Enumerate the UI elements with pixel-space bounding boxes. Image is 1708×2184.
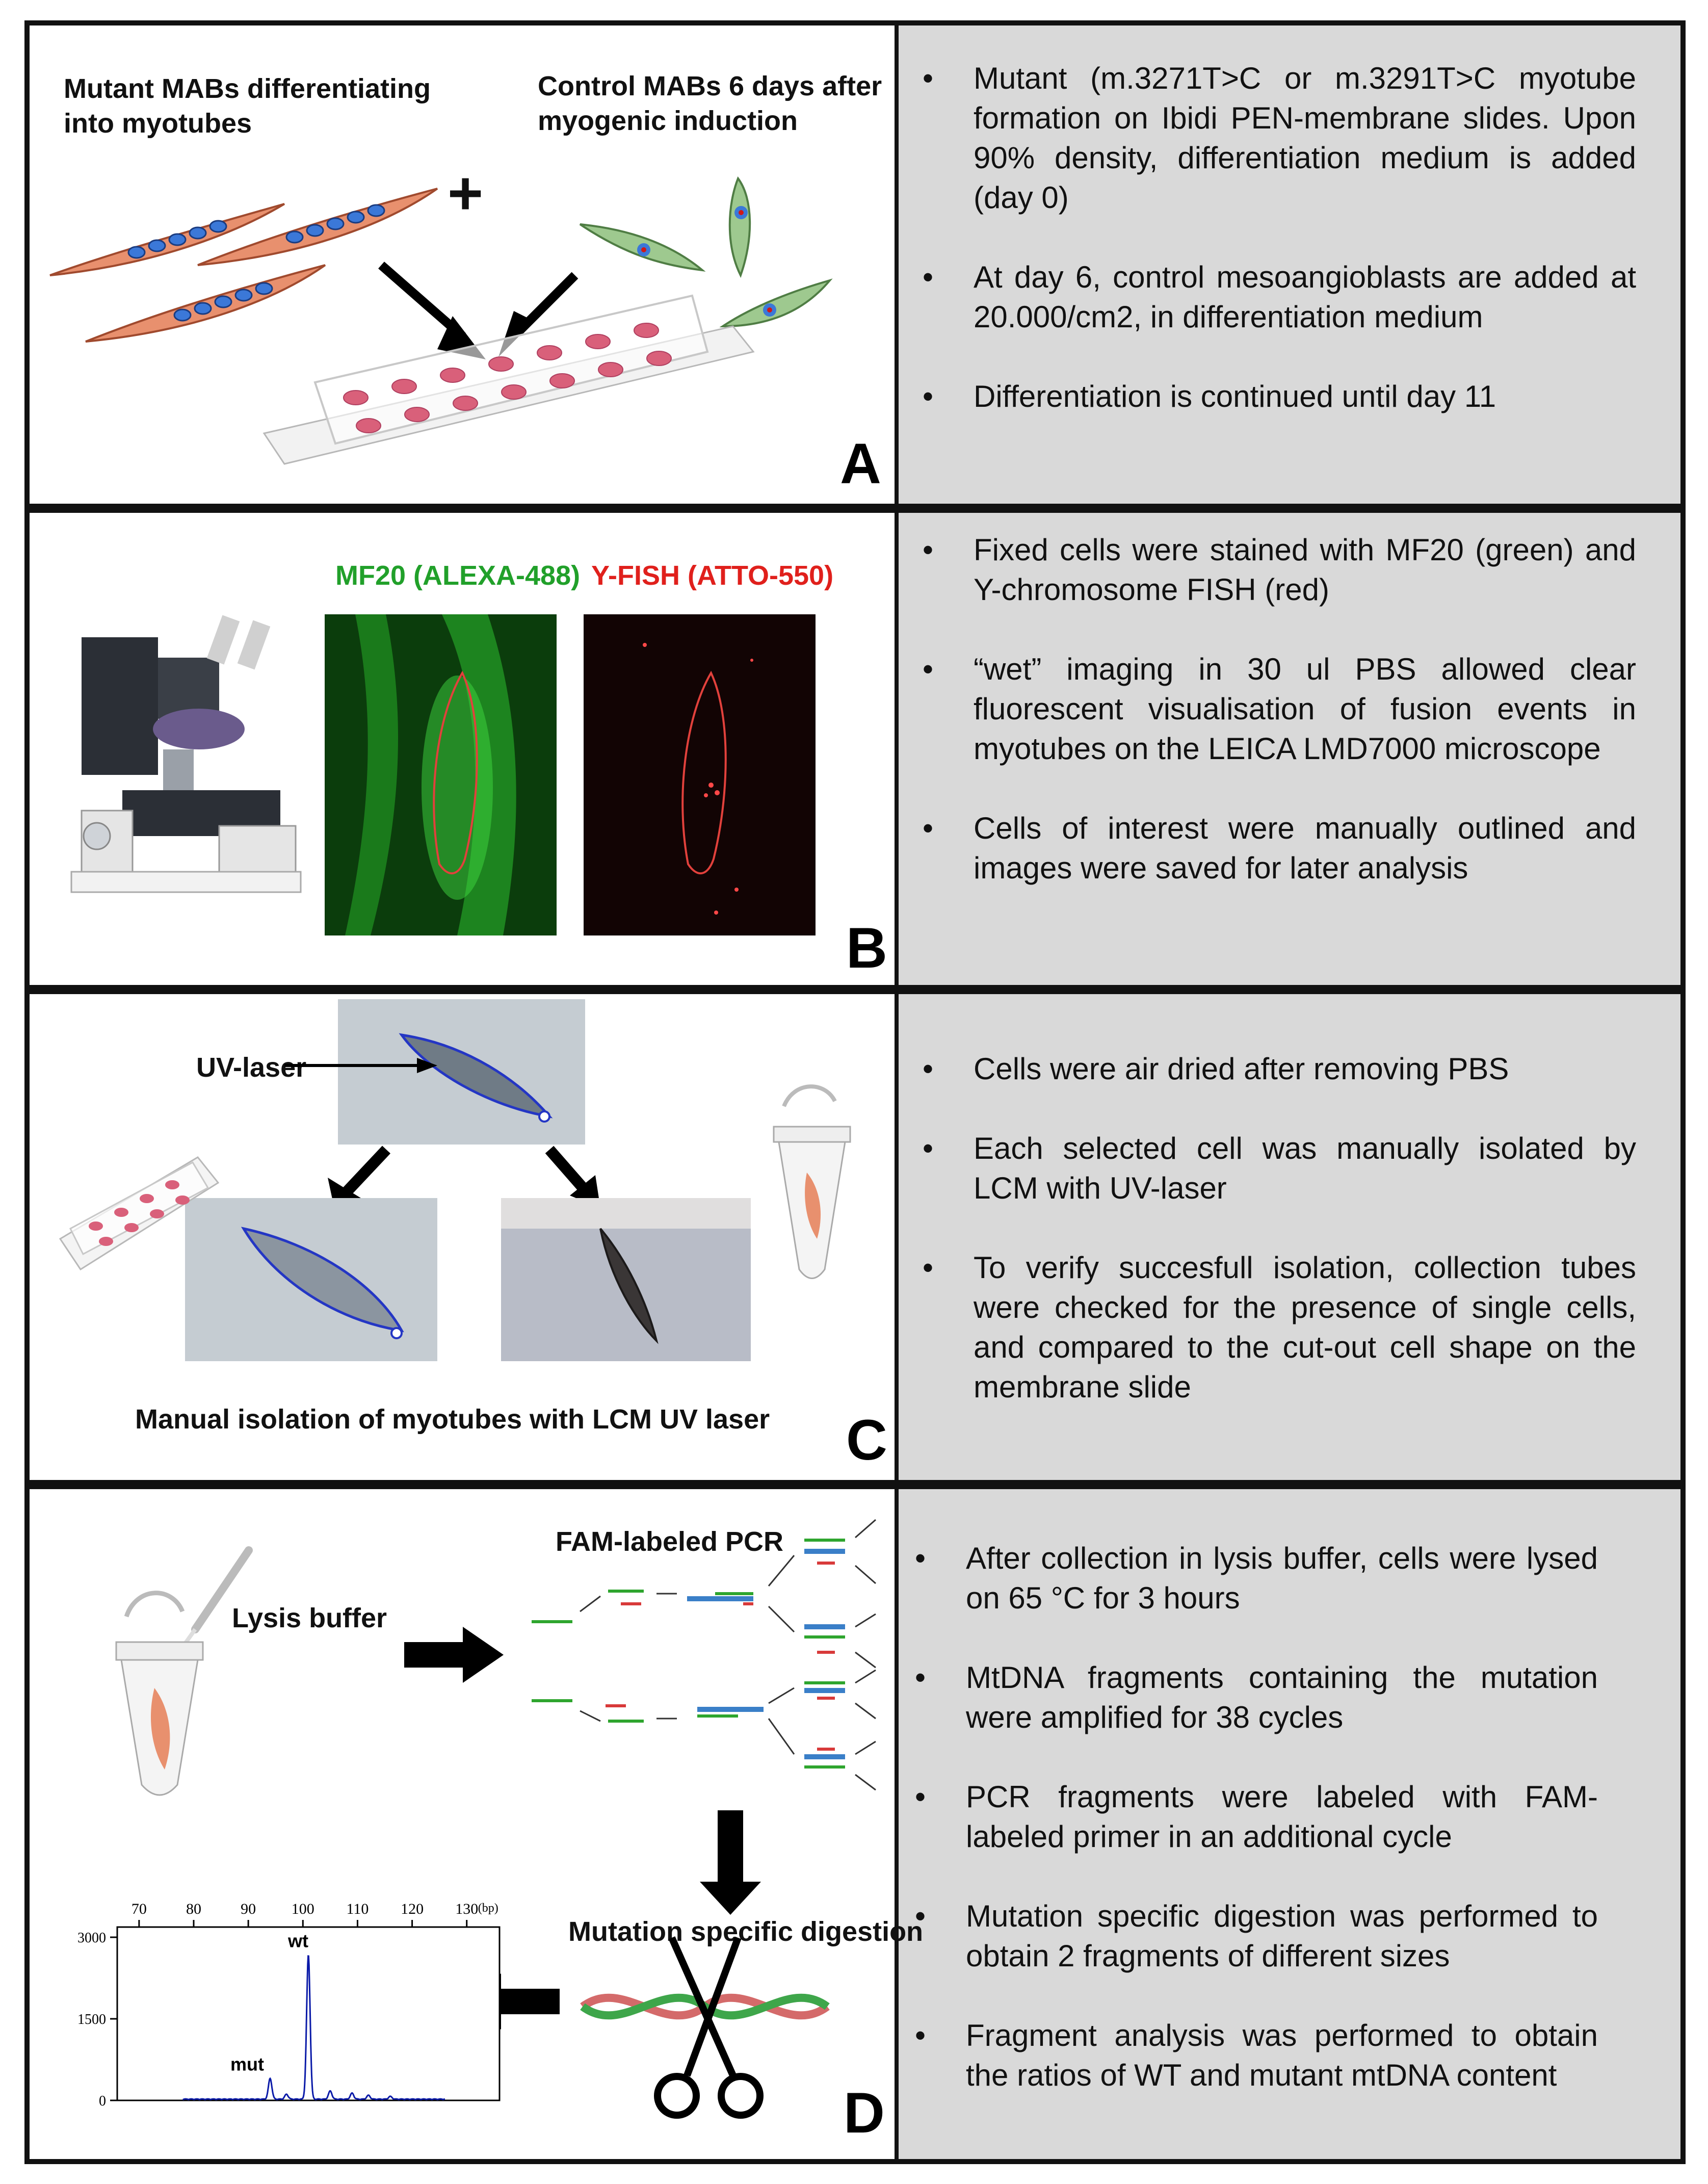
- bullet-c-2: Each selected cell was manually isolated…: [912, 1129, 1636, 1208]
- pcr-schematic: [532, 1519, 876, 1791]
- control-cell-2: [728, 176, 751, 278]
- label-control-mabs: Control MABs 6 days after myogenic induc…: [538, 71, 882, 136]
- fragment-analysis-chart: 70 80 90 100 110 120 130(bp) 0 1500 3000 mut wt: [77, 1901, 501, 2109]
- bullet-a-3: Differentiation is continued until day 1…: [912, 377, 1636, 417]
- panel-a-illustration: [49, 176, 833, 465]
- panel-c-illustration: [59, 999, 851, 1361]
- uv-laser-pointer-arrow: [284, 1058, 437, 1073]
- label-uv-laser: UV-laser: [196, 1052, 307, 1083]
- bullet-d-3: PCR fragments were labeled with FAM-labe…: [905, 1777, 1598, 1857]
- bullet-b-1: Fixed cells were stained with MF20 (gree…: [912, 530, 1636, 610]
- label-mf20: MF20 (ALEXA-488): [335, 560, 581, 591]
- x-tick-label: 120: [401, 1901, 424, 1917]
- panel-d-illustration: [115, 1519, 876, 2119]
- panel-letter-c: C: [846, 1408, 887, 1472]
- caption-manual-isolation: Manual isolation of myotubes with LCM UV…: [135, 1404, 770, 1435]
- x-tick-label: 70: [132, 1901, 147, 1917]
- bullet-b-3: Cells of interest were manually outlined…: [912, 809, 1636, 888]
- separator-c-d: [24, 1480, 1686, 1489]
- bullet-a-2: At day 6, control mesoangioblasts are ad…: [912, 257, 1636, 337]
- peak-label-wt: wt: [287, 1930, 308, 1951]
- collection-tube: [773, 1084, 851, 1279]
- control-cell-1: [579, 223, 706, 272]
- mutant-myotube-1: [49, 203, 285, 276]
- panel-letter-a: A: [840, 432, 881, 496]
- x-tick-label: 80: [186, 1901, 201, 1917]
- mf20-fluorescence-image: [325, 614, 557, 935]
- mutant-myotube-3: [85, 264, 326, 343]
- membrane-slide: [59, 1156, 220, 1271]
- label-fam-pcr: FAM-labeled PCR: [556, 1526, 784, 1557]
- arrow-to-pcr: [404, 1627, 504, 1683]
- y-fish-fluorescence-image: [584, 614, 816, 935]
- lysis-tube: [115, 1546, 253, 1796]
- bullet-a-1: Mutant (m.3271T>C or m.3291T>C myotube f…: [912, 59, 1636, 218]
- arrow-left: [378, 262, 486, 359]
- x-tick-label: 130: [455, 1901, 478, 1917]
- bullet-c-1: Cells were air dried after removing PBS: [912, 1049, 1636, 1089]
- panel-letter-b: B: [846, 916, 887, 980]
- panel-d-bullets: After collection in lysis buffer, cells …: [905, 1539, 1598, 2135]
- panel-a-bullets: Mutant (m.3271T>C or m.3291T>C myotube f…: [912, 59, 1636, 456]
- bullet-d-4: Mutation specific digestion was performe…: [905, 1896, 1598, 1976]
- panel-b-bullets: Fixed cells were stained with MF20 (gree…: [912, 530, 1636, 928]
- y-tick-label: 0: [99, 2093, 106, 2109]
- x-axis-unit: (bp): [478, 1902, 498, 1915]
- label-lysis-buffer: Lysis buffer: [232, 1603, 387, 1633]
- bullet-c-3: To verify succesfull isolation, collecti…: [912, 1248, 1636, 1407]
- laser-cut-image-top: [338, 999, 585, 1145]
- y-tick-label: 1500: [77, 2012, 106, 2027]
- microscope-icon: [70, 615, 302, 893]
- mutant-myotube-2: [197, 188, 438, 266]
- plot-frame: [116, 1926, 501, 2101]
- control-cell-3: [719, 278, 833, 328]
- bullet-d-5: Fragment analysis was performed to obtai…: [905, 2016, 1598, 2095]
- panel-letter-d: D: [844, 2081, 885, 2145]
- label-mutation-digestion: Mutation specific digestion: [568, 1916, 924, 1947]
- bullet-d-2: MtDNA fragments containing the mutation …: [905, 1658, 1598, 1737]
- y-tick-label: 3000: [77, 1930, 106, 1946]
- collected-cell-image: [501, 1198, 751, 1361]
- label-y-fish: Y-FISH (ATTO-550): [591, 560, 834, 591]
- x-tick-label: 100: [292, 1901, 314, 1917]
- bullet-b-2: “wet” imaging in 30 ul PBS allowed clear…: [912, 649, 1636, 769]
- panel-c-bullets: Cells were air dried after removing PBS …: [912, 1049, 1636, 1447]
- x-tick-label: 90: [241, 1901, 256, 1917]
- arrow-to-digestion: [700, 1810, 761, 1915]
- fragment-trace: [182, 1955, 445, 2101]
- label-mutant-mabs: Mutant MABs differentiating into myotube…: [64, 73, 431, 139]
- laser-cut-image-bottom-left: [185, 1198, 437, 1361]
- peak-label-mut: mut: [230, 2053, 264, 2074]
- ibidi-slide: [262, 294, 755, 465]
- bullet-d-1: After collection in lysis buffer, cells …: [905, 1539, 1598, 1618]
- dna-helix-scissors: [580, 1936, 830, 2119]
- separator-a-b: [24, 504, 1686, 513]
- separator-b-c: [24, 985, 1686, 994]
- x-tick-label: 110: [346, 1901, 369, 1917]
